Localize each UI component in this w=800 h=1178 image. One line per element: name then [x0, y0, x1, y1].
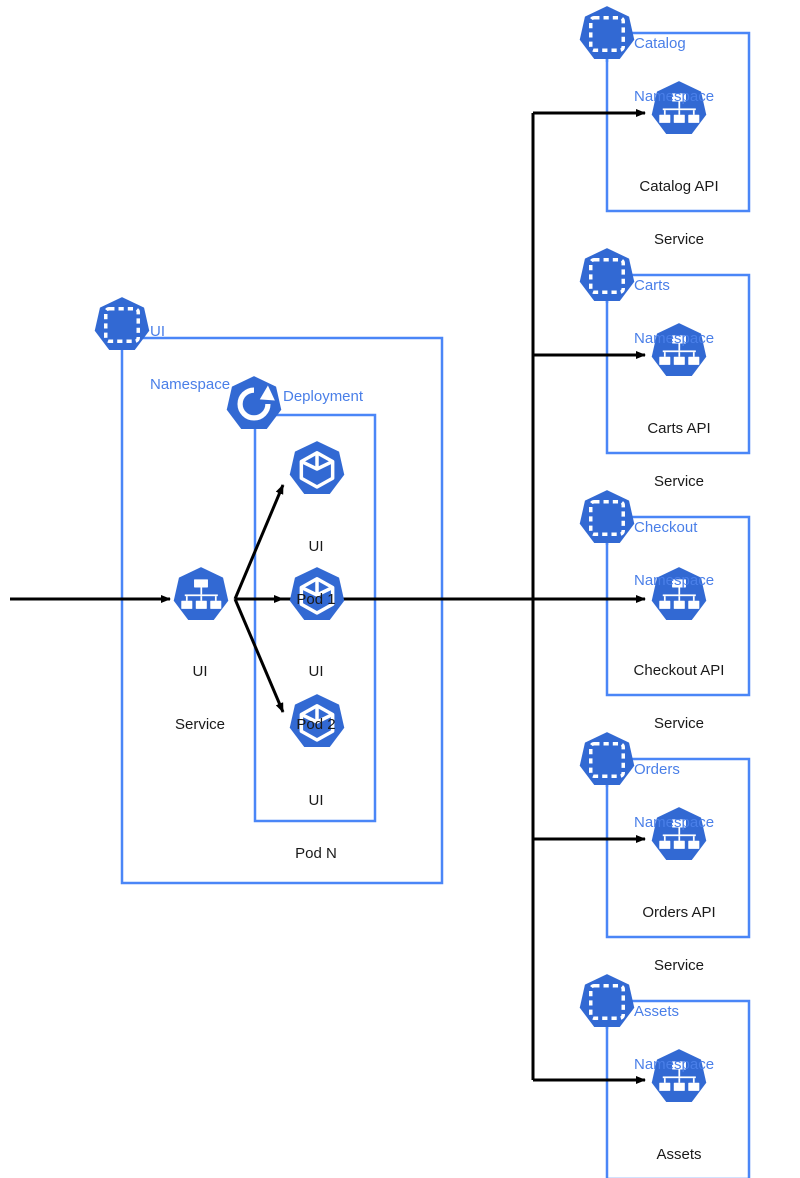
service-to-pod-n-arrow	[233, 598, 285, 713]
service-to-pod-1-arrow	[233, 484, 285, 600]
deployment-icon	[226, 376, 282, 429]
namespace-icon	[579, 6, 635, 59]
ui-namespace-box	[120, 336, 444, 885]
deployment-box	[253, 413, 377, 823]
service-icon	[651, 1049, 707, 1102]
service-icon	[651, 807, 707, 860]
service-icon	[651, 323, 707, 376]
namespace-icon	[579, 248, 635, 301]
namespace-icon	[579, 732, 635, 785]
namespace-icon	[579, 490, 635, 543]
namespace-icon	[94, 297, 150, 350]
service-icon	[173, 567, 229, 620]
service-icon	[651, 567, 707, 620]
pod-icon	[289, 567, 345, 620]
pod-icon	[289, 441, 345, 494]
service-icon	[651, 81, 707, 134]
namespace-icon	[579, 974, 635, 1027]
pod-icon	[289, 694, 345, 747]
